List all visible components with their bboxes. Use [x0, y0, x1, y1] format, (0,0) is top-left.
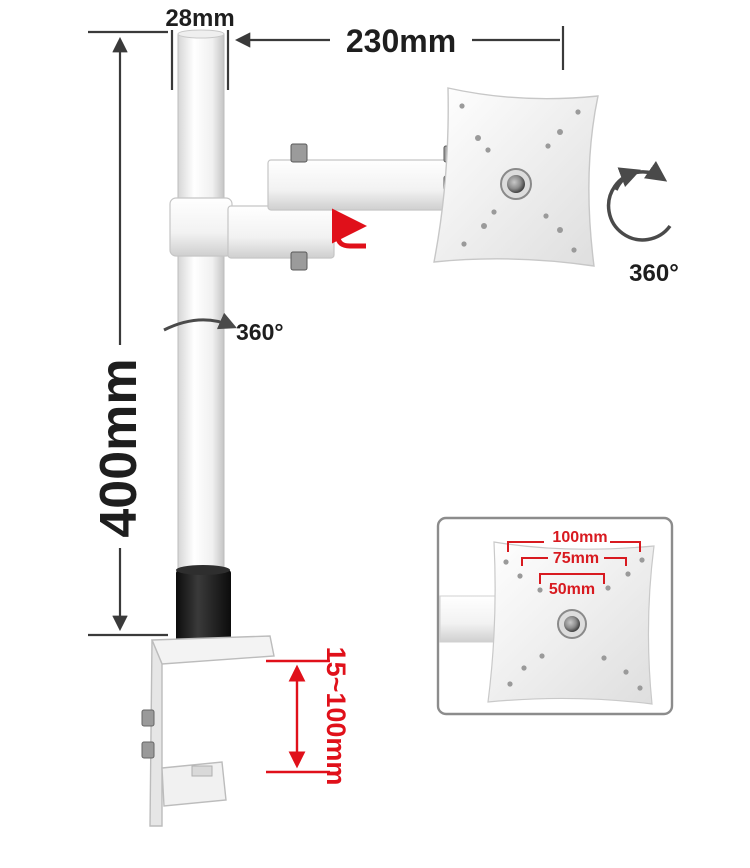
plate-rotation-label: 360°	[629, 260, 679, 287]
pole-rotation-label: 360°	[236, 319, 284, 345]
vesa-100-label: 100mm	[552, 529, 607, 546]
pole-sleeve	[176, 565, 231, 650]
arm-length-label: 230mm	[346, 23, 456, 59]
pole-diameter-label: 28mm	[165, 5, 234, 32]
dimension-lines	[88, 26, 565, 637]
clamp-range-label: 15~100mm	[321, 647, 351, 786]
pole-rotation-arrow-icon	[163, 312, 237, 332]
vesa-50-label: 50mm	[549, 581, 595, 598]
swing-arm	[169, 143, 459, 271]
pole	[177, 29, 225, 575]
clamp-range-dimension	[266, 659, 330, 774]
pole-height-label: 400mm	[90, 358, 148, 537]
rotation-circle-icon	[606, 160, 672, 242]
desk-clamp	[141, 635, 275, 827]
vesa-75-label: 75mm	[553, 550, 599, 567]
vesa-plate	[433, 87, 599, 267]
vesa-inset	[436, 516, 674, 716]
